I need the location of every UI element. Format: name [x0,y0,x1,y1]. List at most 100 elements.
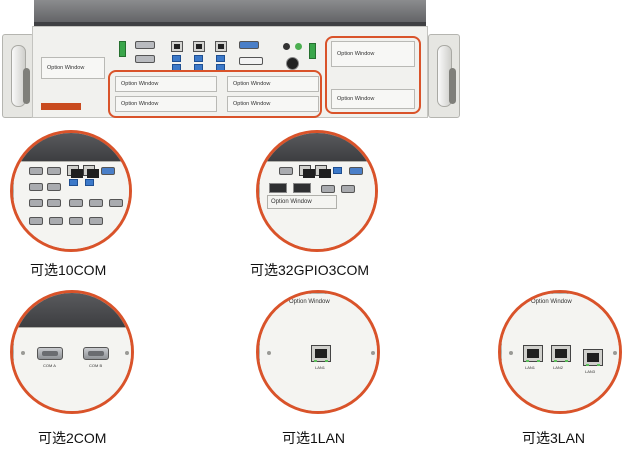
lan-port [215,41,227,52]
option-window-label: Option Window [47,65,85,71]
option-window-mid-4: Option Window [227,96,319,112]
top-cover [34,0,426,26]
com-port [47,167,61,175]
option-window-mid-2: Option Window [227,76,319,92]
option-window-label: Option Window [289,299,330,305]
left-rack-ear [2,34,34,118]
option-window-label: Option Window [233,101,271,107]
port-label: COM A [43,363,56,368]
caption-1lan: 可选1LAN [282,430,346,446]
lan-port [67,165,83,178]
option-window-plate: Option Window [267,195,337,209]
com-port [341,185,355,193]
com-port [109,199,123,207]
highlight-right-windows [325,36,421,114]
option-window-label: Option Window [531,299,572,305]
com-port [29,183,43,191]
com-port [135,55,155,63]
caption-2com: 可选2COM [38,430,107,446]
option-2com-detail: COM A COM B [10,290,134,414]
option-window-label: Option Window [337,51,375,57]
option-1lan-detail: Option Window LAN1 [256,290,380,414]
option-window-right-1: Option Window [331,41,415,67]
lan-port [551,345,571,362]
chassis-top-detail [13,293,131,327]
com-port [49,217,63,225]
lan-port [299,165,315,178]
option-window-label: Option Window [121,81,159,87]
front-panel: Option Window Option Window Option Wi [32,26,428,118]
com-port [89,217,103,225]
caption-3lan: 可选3LAN [522,430,586,446]
usb-port [69,179,78,186]
screw-icon [371,351,375,355]
usb-port [85,179,94,186]
usb-port [172,55,181,62]
screw-icon [613,351,617,355]
option-window-mid-3: Option Window [115,96,217,112]
option-32gpio3com-detail: Option Window [256,130,378,252]
com-port-b [83,347,109,360]
usb-port [333,167,342,174]
gpio-header [269,183,287,193]
chassis-top-detail [13,133,129,161]
terminal-block [309,43,316,59]
right-handle [437,45,456,107]
com-port [89,199,103,207]
audio-jack [283,43,290,50]
lan-port [583,349,603,366]
lan-port [523,345,543,362]
option-window-label: Option Window [337,96,375,102]
screw-icon [267,351,271,355]
com-port [47,199,61,207]
gpio-header [293,183,311,193]
option-window-label: Option Window [233,81,271,87]
lan-port [83,165,99,178]
option-10com-detail [10,130,132,252]
chassis-top-detail [259,133,375,161]
com-port [29,167,43,175]
port-label: LAN3 [585,369,596,374]
com-port-a [37,347,63,360]
screw-icon [509,351,513,355]
screw-icon [125,351,129,355]
lan-port [315,165,331,178]
com-port [135,41,155,49]
vga-port [349,167,363,175]
lan-port [171,41,183,52]
port-panel [13,327,131,411]
lan-port [193,41,205,52]
terminal-block [119,41,126,57]
com-port [279,167,293,175]
option-window-label: Option Window [121,101,159,107]
option-3lan-detail: Option Window LAN1 LAN2 LAN3 [498,290,622,414]
port-label: COM B [89,363,103,368]
option-window-left: Option Window [41,57,105,79]
power-button[interactable] [286,57,299,70]
vga-port [239,41,259,49]
caption-10com: 可选10COM [30,262,107,278]
right-rack-ear [428,34,460,118]
com-port [321,185,335,193]
screw-icon [21,351,25,355]
com-port [69,217,83,225]
usb-port [194,55,203,62]
caption-32gpio3com: 可选32GPIO3COM [250,262,370,278]
com-port [29,199,43,207]
option-window-right-2: Option Window [331,89,415,109]
com-port [29,217,43,225]
port-label: LAN2 [553,365,564,370]
power-led [295,43,302,50]
left-handle [11,45,30,107]
option-window-label: Option Window [271,199,312,205]
com-port [69,199,83,207]
port-label: LAN1 [315,365,326,370]
highlight-middle-windows [108,70,322,118]
usb-port [216,55,225,62]
com-port [47,183,61,191]
lan-port [311,345,331,362]
chassis-front-view: Option Window Option Window Option Wi [0,0,460,118]
vga-port [101,167,115,175]
dvi-port [239,57,263,65]
port-label: LAN1 [525,365,536,370]
